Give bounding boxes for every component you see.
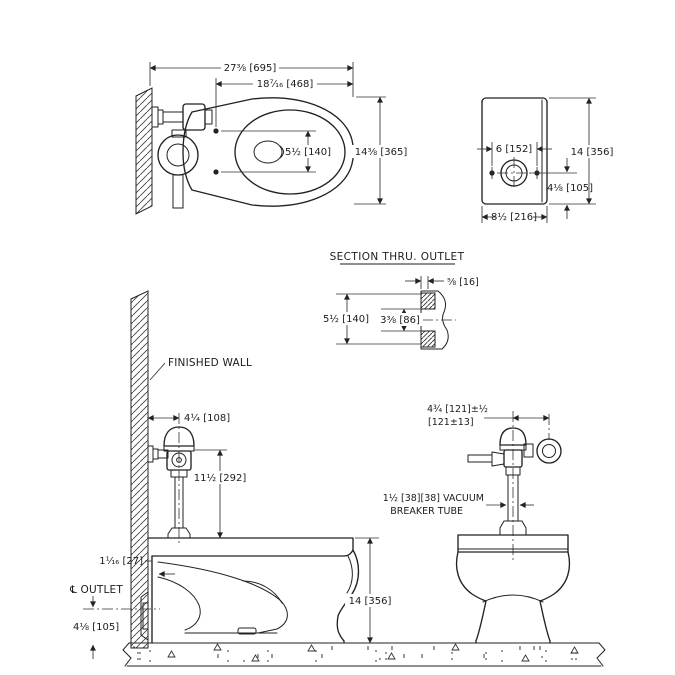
plan-bowl-width-dim: 14⅜ [365] [352,96,410,205]
section-inner-dim: 3⅜ [86] [379,308,423,332]
front-elevation: 4¾ [121]±½ [121±13] 1½ [38][38] VACUUM B… [383,404,571,644]
footprint-width-dim: 8½ [216] [481,206,548,223]
side-outlet-callout: ℄ OUTLET [69,584,160,610]
section-thickness-dim: ⅝ [16] [405,276,479,289]
section-view: SECTION THRU. OUTLET ⅝ [16] 5½ [140] [323,251,479,350]
plan-bowl-width-label: 14⅜ [365] [355,147,408,158]
side-wall-hatch [130,290,149,649]
footprint-bolt-spacing-label: 6 [152] [496,144,533,155]
side-outlet-height-dim: 4⅛ [105] [73,622,119,659]
front-flush-valve [467,427,562,536]
footprint-depth-label: 14 [356] [571,147,614,158]
plan-rough-in-label: 18⁷⁄₁₆ [468] [257,79,314,90]
section-inner-label: 3⅜ [86] [380,315,420,326]
plan-rough-in-dim: 18⁷⁄₁₆ [468] [215,77,354,127]
floor [122,642,606,667]
section-title: SECTION THRU. OUTLET [330,251,465,263]
section-thickness-label: ⅝ [16] [447,277,479,288]
cl-outlet-label: ℄ OUTLET [69,584,123,596]
plan-view: 27⅜ [695] 18⁷⁄₁₆ [468] 14⅜ [365] 5½ [140… [135,61,410,215]
finished-wall-label: FINISHED WALL [168,357,252,369]
front-valve-offset-mm-label: [121±13] [428,417,474,428]
side-bowl-height-dim: 14 [356] [345,537,395,644]
vacuum-breaker-label-1: 1½ [38][38] VACUUM [383,493,484,504]
side-valve-height-dim: 11½ [292] [194,449,247,539]
side-rim-gap-label: 1¹⁄₁₆ [27] [99,556,143,567]
side-valve-height-label: 11½ [292] [194,472,247,484]
side-rim-gap-dim: 1¹⁄₁₆ [27] [99,556,175,577]
footprint-outlet-height-dim: 4⅛ [105] [529,158,593,219]
floor-stipple [133,643,579,662]
plan-bolt-hole [213,169,219,175]
vacuum-breaker-callout: 1½ [38][38] VACUUM BREAKER TUBE [383,493,534,517]
footprint-width-label: 8½ [216] [491,211,537,223]
front-valve-offset-dim: 4¾ [121]±½ [121±13] [427,404,550,440]
front-valve-offset-in-label: 4¾ [121]±½ [427,404,488,415]
side-bowl-height-label: 14 [356] [349,596,392,607]
plan-overall-width-label: 27⅜ [695] [224,63,277,74]
front-toilet-body [455,534,571,644]
footprint-view: 6 [152] 14 [356] 4⅛ [105] 8½ [216] [477,97,617,223]
footprint-depth-dim: 14 [356] [549,97,617,205]
plan-overall-width-dim: 27⅜ [695] [149,61,354,97]
plan-flush-valve [151,103,213,209]
plan-wall-hatch [135,87,153,215]
side-valve-offset-dim: 4¼ [108] [147,412,230,424]
side-flush-valve [147,413,195,546]
plan-bolt-spacing-label: 5½ [140] [285,146,331,158]
footprint-outlet-height-label: 4⅛ [105] [547,183,593,194]
vacuum-breaker-label-2: BREAKER TUBE [390,506,463,517]
side-elevation: FINISHED WALL 4¼ [108] 1 [69,290,395,659]
plan-bowl [182,97,355,207]
side-valve-offset-label: 4¼ [108] [184,412,230,424]
section-outer-dim: 5½ [140] [323,293,421,345]
side-toilet-body [140,537,360,644]
plan-bolt-spacing-dim: 5½ [140] [221,130,332,173]
plan-bolt-hole [213,128,219,134]
section-outer-label: 5½ [140] [323,313,369,325]
footprint-bolt-spacing-dim: 6 [152] [477,142,552,166]
side-outlet-height-label: 4⅛ [105] [73,622,119,633]
